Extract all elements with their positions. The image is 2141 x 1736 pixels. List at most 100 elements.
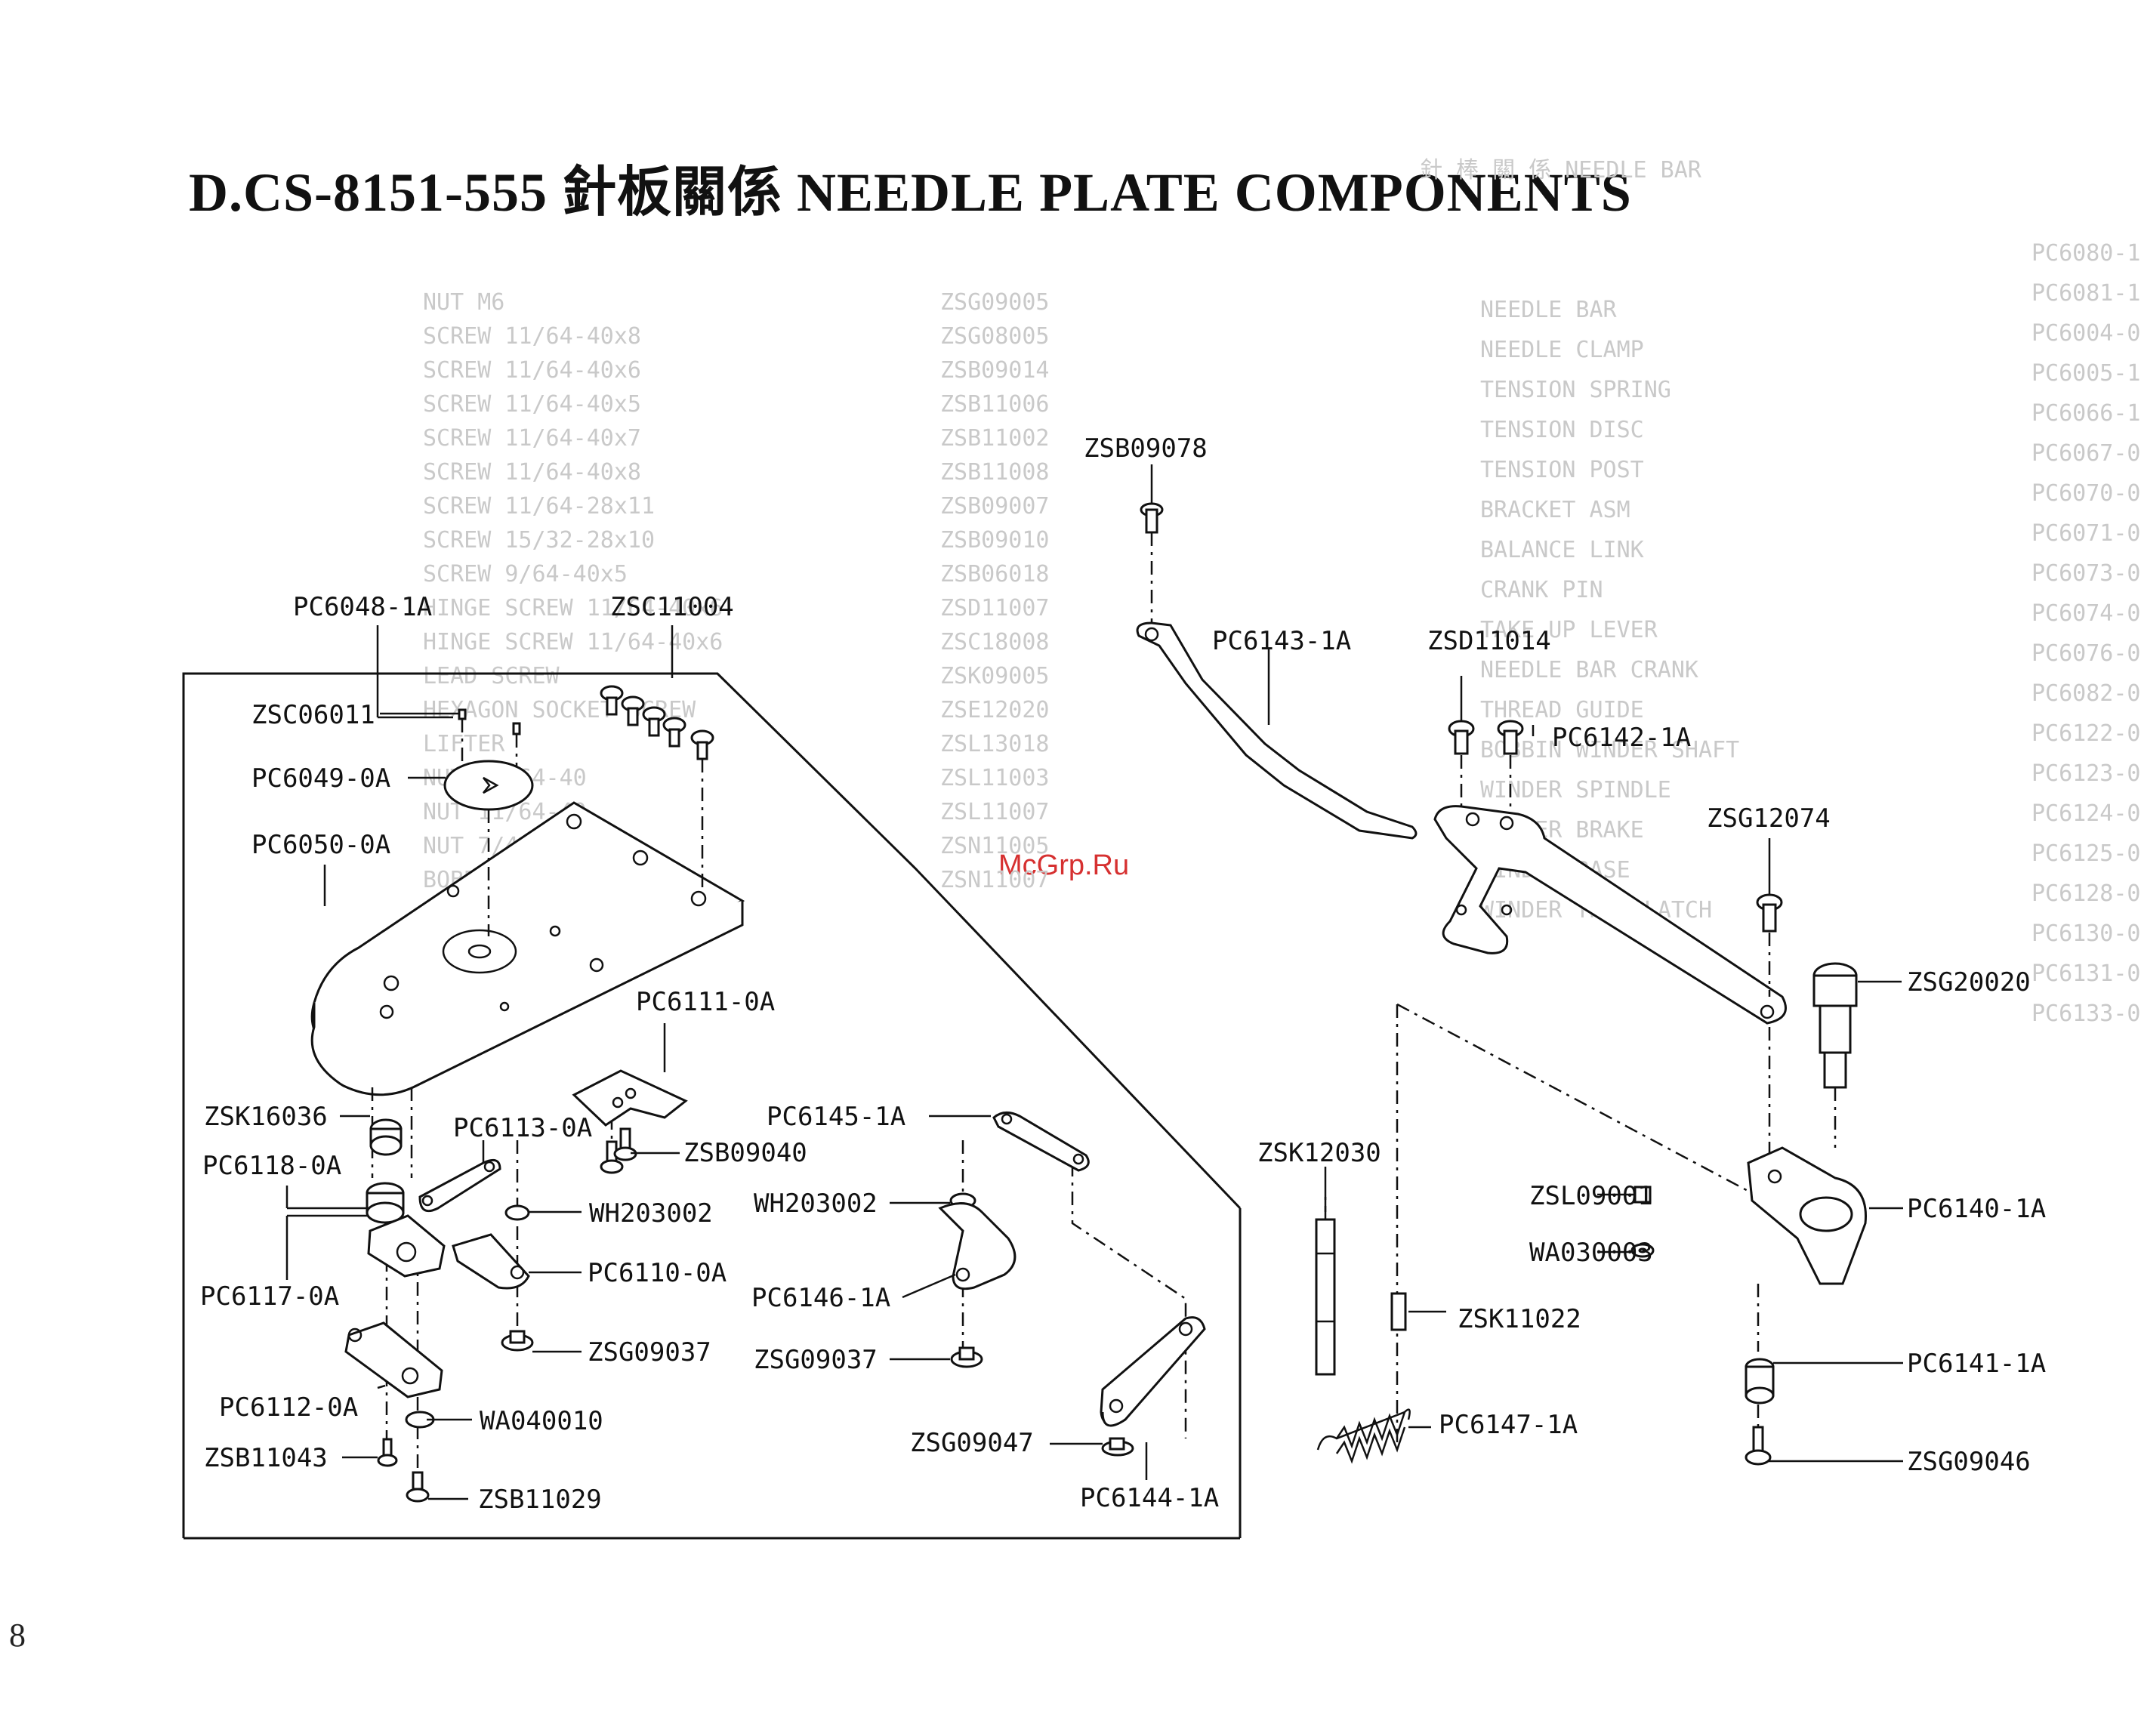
bracket-pc6111 <box>572 1069 688 1127</box>
label-pc6142-1a: PC6142-1A <box>1552 723 1691 753</box>
label-zsc06011: ZSC06011 <box>251 700 375 730</box>
bleed-left-code: ZSG08005 <box>940 323 1050 350</box>
bleed-code: PC6073-0A <box>2031 560 2141 587</box>
bleed-left-code: ZSN11007 <box>940 867 1050 893</box>
bleed-right-column: PC6080-1A PC6081-1A PC6004-0A PC6005-1A PC60… <box>1480 240 2141 1027</box>
bleed-code: PC6123-0A <box>2031 760 2141 787</box>
bleed-name: NEEDLE BAR <box>1480 297 1618 323</box>
bleed-code: PC6067-0A <box>2031 440 2141 467</box>
bleed-left-code: ZSB06018 <box>940 561 1050 587</box>
bleed-code: PC6082-0A <box>2031 680 2141 707</box>
bleed-left-name: LEAD SCREW <box>423 663 560 689</box>
bleed-name: CRANK PIN <box>1480 577 1603 603</box>
bleed-code: PC6074-0A <box>2031 600 2141 627</box>
label-pc6140-1a: PC6140-1A <box>1907 1194 2046 1224</box>
collar-and-washer <box>1630 1186 1655 1258</box>
label-pc6144-1a: PC6144-1A <box>1080 1483 1219 1513</box>
bleed-left-name: SCREW 11/64-40x8 <box>423 459 641 486</box>
label-zsg12074: ZSG12074 <box>1707 803 1831 834</box>
label-pc6050-0a: PC6050-0A <box>251 830 390 860</box>
countersunk-screw-5 <box>690 729 714 760</box>
needle-plate <box>310 801 745 1096</box>
countersunk-screw-1 <box>600 685 624 716</box>
bleed-name: TENSION POST <box>1480 457 1644 483</box>
screws-zsd11014 <box>1448 720 1524 816</box>
bleed-name: WINDER SPINDLE <box>1480 777 1671 803</box>
bleed-code: PC6066-1A <box>2031 400 2141 427</box>
label-wa030003: WA030003 <box>1529 1238 1653 1268</box>
stud-zsk11022 <box>1390 1292 1407 1331</box>
label-pc6143-1a: PC6143-1A <box>1212 626 1351 656</box>
countersunk-screw-3 <box>642 706 666 737</box>
bleed-code: PC6076-0A <box>2031 640 2141 667</box>
label-pc6141-1a: PC6141-1A <box>1907 1349 2046 1379</box>
bleed-left-code: ZSK09005 <box>940 663 1050 689</box>
countersunk-screw-4 <box>662 717 686 748</box>
bleed-code: PC6004-0A <box>2031 320 2141 347</box>
bleed-left-code: ZSB11006 <box>940 391 1050 418</box>
label-zsd11014: ZSD11014 <box>1427 626 1551 656</box>
label-zsk11022: ZSK11022 <box>1458 1304 1581 1334</box>
label-zsg20020: ZSG20020 <box>1907 967 2031 998</box>
bleed-left-code: ZSD11007 <box>940 595 1050 621</box>
bleed-code: PC6133-0A <box>2031 1001 2141 1027</box>
bleed-name: NEEDLE BAR CRANK <box>1480 657 1698 683</box>
label-wh203002-right: WH203002 <box>754 1189 878 1219</box>
label-zsk12030: ZSK12030 <box>1257 1138 1381 1168</box>
bleed-name: BALANCE LINK <box>1480 537 1644 563</box>
bleed-name: BOBBIN WINDER SHAFT <box>1480 737 1739 763</box>
label-pc6110-0a: PC6110-0A <box>588 1258 727 1288</box>
spring-pc6147 <box>1316 1408 1411 1464</box>
sub-assembly-frame <box>182 672 1242 1540</box>
bobbin-cover <box>443 760 534 811</box>
label-zsk16036: ZSK16036 <box>204 1102 328 1132</box>
bleed-code: PC6130-0A <box>2031 920 2141 947</box>
countersunk-screw-2 <box>621 695 645 726</box>
bleed-code: PC6128-0A <box>2031 880 2141 907</box>
bleed-name: NEEDLE CLAMP <box>1480 337 1644 363</box>
bleed-left-name: NUT M6 <box>423 289 504 316</box>
bracket-pc6140 <box>1745 1146 1867 1466</box>
lever-pc6142 <box>1433 805 1787 1025</box>
label-zsb11043: ZSB11043 <box>204 1443 328 1473</box>
bleed-left-code: ZSL11007 <box>940 799 1050 825</box>
bleed-name: TENSION DISC <box>1480 417 1644 443</box>
bleed-left-name: SCREW 11/64-40x6 <box>423 357 641 384</box>
label-pc6111-0a: PC6111-0A <box>636 987 775 1017</box>
bleed-left-name: SCREW 15/32-28x10 <box>423 527 655 553</box>
label-zsl09001: ZSL09001 <box>1529 1181 1653 1211</box>
bleed-code: PC6131-0A <box>2031 961 2141 987</box>
lever-pc6146 <box>938 1192 1017 1368</box>
stud-zsk12030 <box>1315 1218 1336 1376</box>
bleed-code: PC6071-0A <box>2031 520 2141 547</box>
page-title: D.CS-8151-555 針板關係 NEEDLE PLATE COMPONEN… <box>189 162 1632 223</box>
label-zsb09078: ZSB09078 <box>1084 433 1208 464</box>
bleed-name: TENSION SPRING <box>1480 377 1671 403</box>
label-pc6146-1a: PC6146-1A <box>751 1283 890 1313</box>
bleed-name: TAKE UP LEVER <box>1480 617 1658 643</box>
link-pc6145 <box>992 1112 1090 1172</box>
label-zsg09047: ZSG09047 <box>910 1428 1034 1458</box>
label-zsg09046: ZSG09046 <box>1907 1447 2031 1477</box>
part-labels: ZSB09078 PC6048-1A ZSC11004 PC6143-1A ZS… <box>200 433 2046 1515</box>
bleed-left-name: SCREW 11/64-40x7 <box>423 425 641 452</box>
bleed-left-name: HINGE SCREW 11/64-40x6 <box>423 629 723 655</box>
bleed-code: PC6005-1A <box>2031 360 2141 387</box>
bleed-name: BRACKET ASM <box>1480 497 1630 523</box>
bleed-left-code: ZSB09007 <box>940 493 1050 520</box>
bleed-code: PC6080-1A <box>2031 240 2141 267</box>
bleed-code: PC6081-1A <box>2031 280 2141 307</box>
bleed-left-code: ZSB09010 <box>940 527 1050 553</box>
label-wh203002-left: WH203002 <box>589 1198 713 1229</box>
screws-zsb09040 <box>600 1127 637 1174</box>
bleed-code: PC6124-0A <box>2031 800 2141 827</box>
bleed-left-code: ZSN11005 <box>940 833 1050 859</box>
label-zsg09037-right: ZSG09037 <box>754 1345 878 1375</box>
label-zsg09037-left: ZSG09037 <box>588 1337 711 1368</box>
label-pc6117-0a: PC6117-0A <box>200 1281 339 1312</box>
label-pc6049-0a: PC6049-0A <box>251 763 390 794</box>
page-number: 8 <box>9 1617 26 1654</box>
assembly-box-right <box>1324 1003 1753 1450</box>
bleed-left-code: ZSE12020 <box>940 697 1050 723</box>
